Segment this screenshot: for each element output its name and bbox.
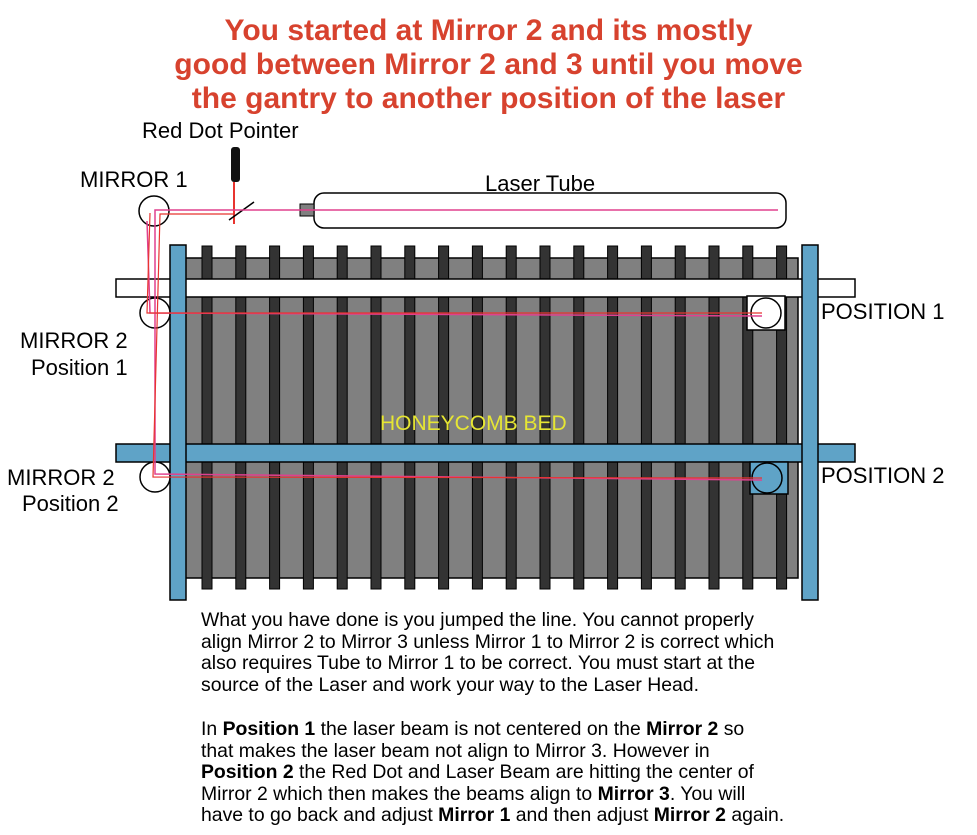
mirror-2-position-1-label: MIRROR 2: [20, 328, 128, 353]
paragraph-line: align Mirror 2 to Mirror 3 unless Mirror…: [201, 630, 775, 653]
emphasis: Position 2: [201, 761, 294, 783]
mirror-2-position-1-sublabel: Position 1: [31, 355, 128, 380]
bed-slat: [708, 245, 720, 590]
honeycomb-bed: [184, 257, 799, 579]
bed-slat: [269, 245, 281, 590]
honeycomb-bed-label: HONEYCOMB BED: [380, 412, 567, 435]
paragraph-line: that makes the laser beam not align to M…: [201, 739, 710, 762]
bed-slat: [742, 245, 754, 590]
position-1-label: POSITION 1: [821, 299, 945, 324]
explanation-paragraph-1: What you have done is you jumped the lin…: [201, 609, 921, 696]
bed-slat: [505, 245, 517, 590]
red-dot-pointer: [231, 147, 240, 182]
emphasis: Mirror 2: [646, 718, 719, 740]
bed-slat: [640, 245, 652, 590]
text-run: In: [201, 718, 223, 740]
mirror-2-position-2-sublabel: Position 2: [22, 491, 119, 516]
title-line: good between Mirror 2 and 3 until you mo…: [174, 48, 803, 81]
beam-combiner: [228, 201, 255, 221]
text-run: Mirror 2 which then makes the beams alig…: [201, 782, 598, 805]
emphasis: Mirror 2: [653, 804, 726, 826]
red-dot-path-position-2: [152, 213, 763, 479]
bed-slat: [776, 245, 788, 590]
bed-slat: [201, 245, 213, 590]
text-run: . You will: [669, 782, 746, 805]
title-line: You started at Mirror 2 and its mostly: [224, 14, 753, 47]
paragraph-line: source of the Laser and work your way to…: [201, 673, 699, 696]
laser-tube-label: Laser Tube: [485, 171, 596, 196]
mirror-1: [138, 195, 170, 227]
text-run: the laser beam is not centered on the: [315, 718, 647, 740]
bed-slat: [539, 245, 551, 590]
gantry-rail-position-2: [115, 443, 856, 463]
emphasis: Mirror 1: [438, 804, 511, 826]
paragraph-line: also requires Tube to Mirror 1 to be cor…: [201, 652, 755, 674]
mirror-2-position-2-label: MIRROR 2: [7, 465, 115, 490]
bed-slat: [404, 245, 416, 590]
emphasis: Position 1: [222, 718, 316, 740]
bed-slat: [573, 245, 585, 590]
bed-slat: [336, 245, 348, 590]
explanation-paragraph-2: In Position 1 the laser beam is not cent…: [201, 718, 921, 827]
bed-slat: [471, 245, 483, 590]
right-side-rail: [801, 244, 819, 601]
paragraph-line: What you have done is you jumped the lin…: [201, 609, 755, 631]
bed-slat: [607, 245, 619, 590]
bed-slats: [201, 245, 788, 590]
mirror-1-label: MIRROR 1: [80, 167, 188, 192]
paragraph-line: Mirror 2 which then makes the beams alig…: [201, 782, 921, 806]
red-dot-pointer-label: Red Dot Pointer: [142, 118, 299, 143]
bed-slat: [302, 245, 314, 590]
red-dot-path-position-1: [146, 212, 762, 314]
paragraph-line: have to go back and adjust Mirror 1 and …: [201, 804, 921, 827]
bed-slat: [674, 245, 686, 590]
emphasis: Mirror 3: [597, 782, 670, 805]
text-run: again.: [725, 804, 785, 826]
title-line: the gantry to another position of the la…: [191, 82, 786, 115]
bed-slat: [438, 245, 450, 590]
left-side-rail: [169, 244, 187, 601]
position-2-label: POSITION 2: [821, 463, 945, 488]
paragraph-line: In Position 1 the laser beam is not cent…: [201, 718, 921, 741]
paragraph-line: Position 2 the Red Dot and Laser Beam ar…: [201, 761, 921, 784]
text-run: have to go back and adjust: [201, 804, 439, 826]
text-run: the Red Dot and Laser Beam are hitting t…: [293, 761, 754, 783]
bed-slat: [235, 245, 247, 590]
diagram-title: You started at Mirror 2 and its mostly g…: [0, 14, 977, 116]
gantry-rail-position-1: [115, 278, 856, 298]
text-run: and then adjust: [510, 804, 654, 826]
bed-slat: [370, 245, 382, 590]
text-run: so: [718, 718, 745, 740]
